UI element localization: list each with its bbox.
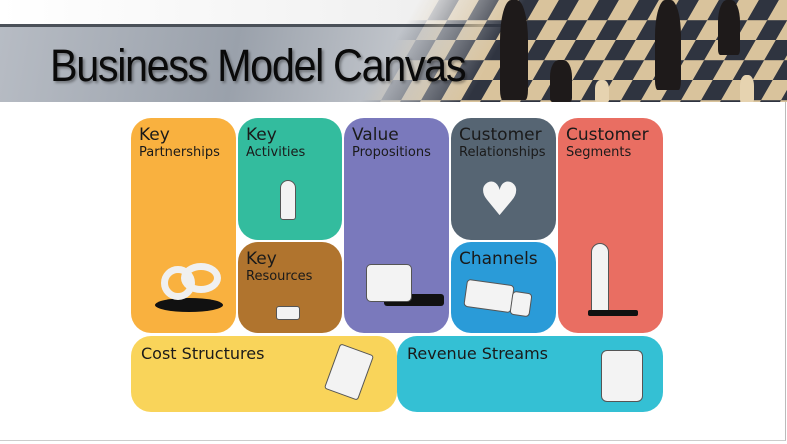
- rings-icon: [181, 263, 221, 293]
- block-title: Value: [352, 125, 399, 145]
- block-key-resources: Key Resources: [238, 242, 342, 333]
- block-subtitle: Segments: [566, 145, 632, 160]
- block-title: Key: [246, 125, 277, 145]
- chess-piece-icon: [655, 0, 681, 90]
- gift-icon: [366, 264, 412, 302]
- block-value-propositions: Value Propositions: [344, 118, 449, 333]
- block-cost-structures: Cost Structures: [131, 336, 397, 412]
- worker-icon: [280, 180, 296, 220]
- chess-piece-icon: [550, 60, 572, 102]
- block-title: Cost Structures: [141, 344, 265, 363]
- shadow: [588, 310, 638, 316]
- shadow: [155, 298, 223, 312]
- block-revenue-streams: Revenue Streams: [397, 336, 663, 412]
- block-title: Customer: [566, 125, 649, 145]
- block-subtitle: Resources: [246, 269, 313, 284]
- block-title: Customer: [459, 125, 542, 145]
- cash-register-icon: [601, 350, 643, 402]
- block-title: Revenue Streams: [407, 344, 548, 363]
- block-channels: Channels: [451, 242, 556, 333]
- block-subtitle: Partnerships: [139, 145, 220, 160]
- block-customer-relationships: Customer Relationships ♥: [451, 118, 556, 240]
- block-key-activities: Key Activities: [238, 118, 342, 240]
- chess-piece-icon: [740, 75, 754, 102]
- block-subtitle: Activities: [246, 145, 306, 160]
- heart-icon: ♥: [479, 172, 521, 226]
- block-key-partnerships: Key Partnerships: [131, 118, 236, 333]
- truck-icon: [463, 278, 515, 314]
- block-subtitle: Relationships: [459, 145, 546, 160]
- block-subtitle: Propositions: [352, 145, 431, 160]
- page-title: Business Model Canvas: [50, 40, 467, 91]
- block-title: Key: [246, 249, 277, 269]
- chess-piece-icon: [500, 0, 528, 100]
- block-title: Channels: [459, 249, 538, 269]
- block-title: Key: [139, 125, 170, 145]
- chess-piece-icon: [718, 0, 740, 55]
- chess-piece-icon: [595, 80, 609, 102]
- truck-icon: [509, 290, 533, 318]
- person-icon: [591, 243, 609, 313]
- block-customer-segments: Customer Segments: [558, 118, 663, 333]
- resources-icon: [276, 306, 300, 320]
